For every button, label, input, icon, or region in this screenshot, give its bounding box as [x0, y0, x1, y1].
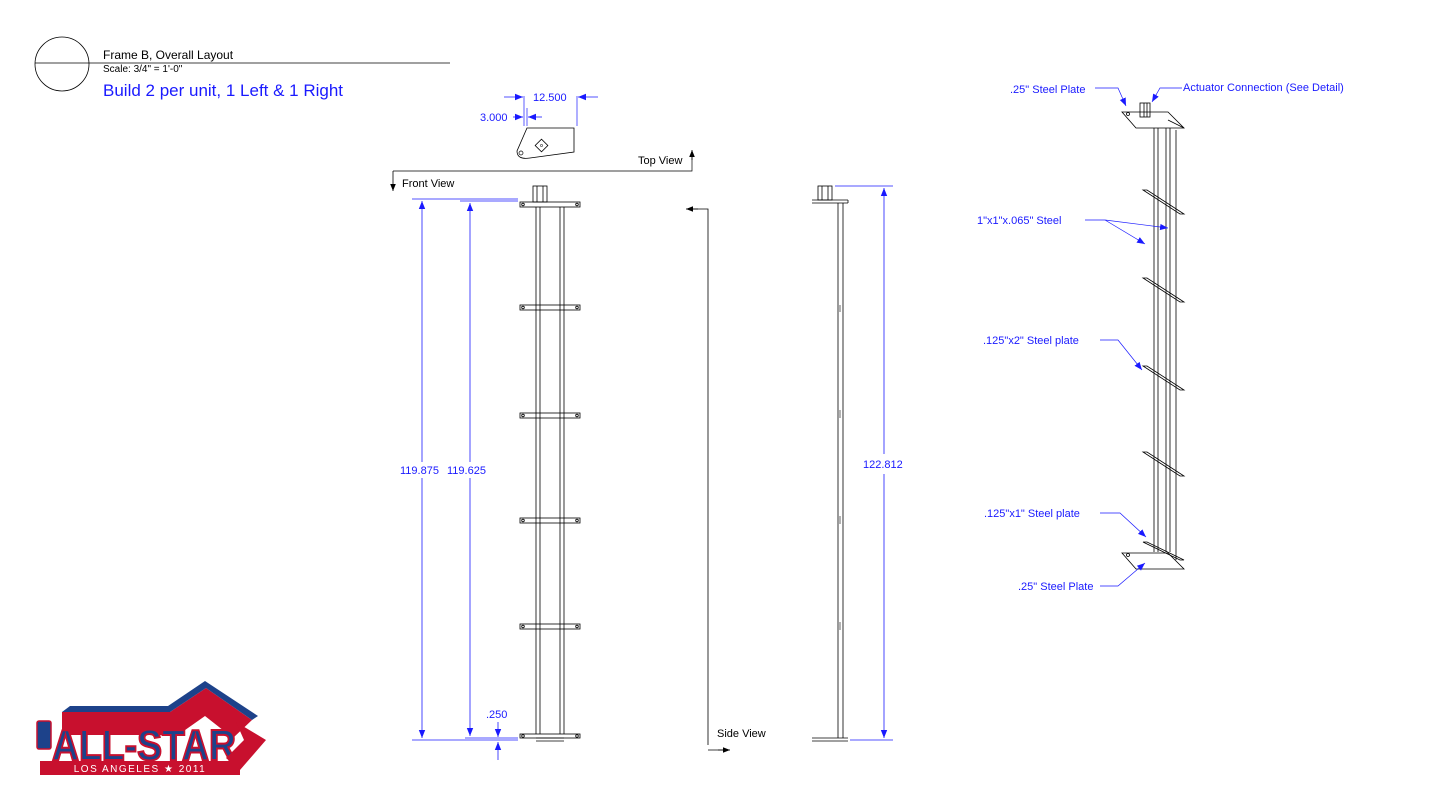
logo-swoosh [62, 688, 252, 738]
front-cross-plates [519, 304, 581, 630]
title-circle [34, 36, 90, 92]
logo-banner [40, 761, 240, 775]
label-side-view: Side View [717, 728, 766, 740]
isometric-view [1121, 102, 1186, 570]
label-front-view: Front View [402, 178, 454, 190]
logo-nba-badge [36, 720, 52, 750]
label-top-view: Top View [638, 155, 682, 167]
top-view-hole [518, 150, 524, 156]
callout-top-plate: .25" Steel Plate [1010, 84, 1085, 96]
all-star-logo: ALL-STAR LOS ANGELES ★ 2011 [36, 681, 266, 775]
callout-plate-2in: .125"x2" Steel plate [983, 335, 1079, 347]
iso-leaders [1085, 87, 1182, 587]
build-note: Build 2 per unit, 1 Left & 1 Right [103, 81, 343, 100]
dim-top-width: 12.500 [533, 92, 567, 104]
top-view-tube [534, 138, 549, 153]
iso-cross-plates [1141, 189, 1186, 477]
dim-top-offset: 3.000 [480, 112, 508, 124]
logo-subtitle: LOS ANGELES ★ 2011 [74, 764, 207, 775]
side-view [686, 185, 849, 753]
front-dimensions [412, 198, 518, 760]
dim-side-overall: 122.812 [863, 459, 903, 471]
callout-bottom-plate: .25" Steel Plate [1018, 581, 1093, 593]
front-view [519, 185, 581, 742]
drawing-title: Frame B, Overall Layout [103, 48, 234, 62]
top-view-plate [516, 127, 575, 159]
callout-plate-1in: .125"x1" Steel plate [984, 508, 1080, 520]
title-block: Frame B, Overall Layout Scale: 3/4" = 1'… [34, 36, 450, 100]
callout-actuator: Actuator Connection (See Detail) [1183, 82, 1344, 94]
dim-front-inner: 119.625 [447, 465, 486, 477]
dim-front-base: .250 [486, 709, 507, 721]
callout-tube: 1"x1"x.065" Steel [977, 215, 1062, 227]
top-view: 12.500 3.000 Top View Front View [390, 92, 695, 191]
drawing-scale: Scale: 3/4" = 1'-0" [103, 64, 183, 75]
side-dimensions [835, 185, 893, 741]
dim-front-overall: 119.875 [400, 465, 439, 477]
